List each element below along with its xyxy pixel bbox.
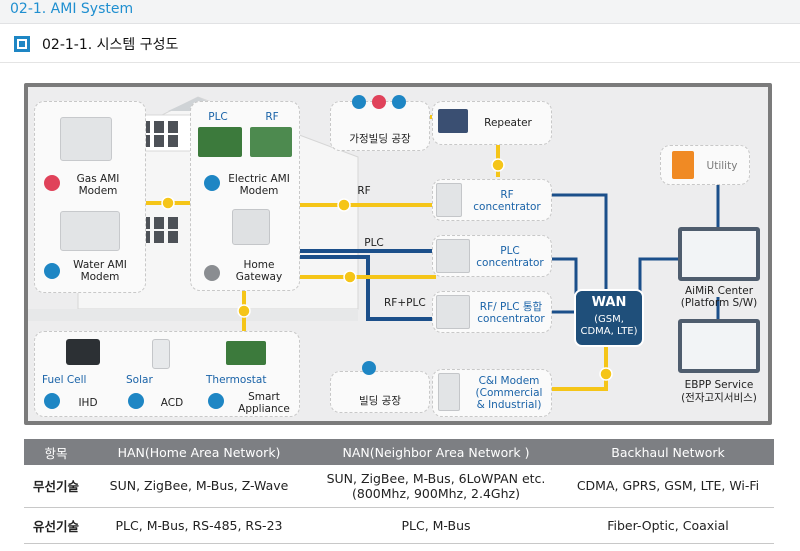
flame-icon: [44, 175, 60, 191]
smart-appliance-line1: Smart: [248, 391, 280, 403]
smart-appliance-icon: [208, 393, 224, 409]
smart-appliance-line2: Appliance: [238, 403, 290, 415]
table-row: 유선기술 PLC, M-Bus, RS-485, RS-23 PLC, M-Bu…: [24, 507, 774, 544]
plc-tag: PLC: [208, 111, 228, 123]
flame-small-icon: [372, 95, 386, 109]
aimir-line1: AiMiR Center: [684, 285, 754, 297]
divider: [0, 62, 800, 63]
page-title: 02-1. AMI System: [10, 1, 134, 17]
wan-box: [574, 289, 644, 347]
water-modem-line2: Modem: [80, 271, 120, 283]
cell-backhaul: Fiber-Optic, Coaxial: [562, 507, 774, 544]
home-gateway-line2: Gateway: [235, 271, 283, 283]
water-modem-device-icon: [60, 211, 120, 251]
wan-title: WAN: [591, 295, 627, 310]
plc-line-label: PLC: [364, 237, 384, 249]
ci-modem-device-icon: [438, 373, 460, 411]
ci-modem-line2: (Commercial: [475, 387, 543, 399]
gas-modem-line1: Gas AMI: [76, 173, 120, 185]
rf-tag: RF: [265, 111, 279, 123]
cell-nan-line2: (800Mhz, 900Mhz, 2.4Ghz): [352, 485, 520, 501]
plc-concentrator-device-icon: [436, 239, 470, 273]
thermostat-label: Thermostat: [206, 374, 267, 386]
section-heading: 02-1-1. 시스템 구성도: [14, 34, 178, 54]
utility-label: Utility: [706, 160, 738, 172]
thermostat-board-icon: [226, 341, 266, 365]
rf-concentrator-line2: concentrator: [473, 201, 541, 213]
header-nan: NAN(Neighbor Area Network ): [310, 439, 562, 465]
repeater-solar-panel-icon: [438, 109, 468, 133]
home-gateway-line1: Home: [243, 259, 275, 271]
electric-small-icon: [362, 361, 376, 375]
rfplc-concentrator-line1: RF/ PLC 통합: [479, 301, 543, 313]
solar-device-icon: [152, 339, 170, 369]
water-small-icon: [392, 95, 406, 109]
aimir-line2: (Platform S/W): [680, 297, 758, 309]
rf-concentrator-device-icon: [436, 183, 462, 217]
rf-board-icon: [250, 127, 292, 157]
solar-label: Solar: [126, 374, 153, 386]
header-backhaul: Backhaul Network: [562, 439, 774, 465]
section-title: 02-1-1. 시스템 구성도: [42, 37, 179, 53]
plc-concentrator-line1: PLC: [500, 245, 520, 257]
gas-modem-line2: Modem: [78, 185, 118, 197]
cell-nan: SUN, ZigBee, M-Bus, 6LoWPAN etc. (800Mhz…: [310, 465, 562, 508]
plc-concentrator-line2: concentrator: [476, 257, 544, 269]
electric-bulb-icon: [204, 175, 220, 191]
building-bottom-label: 빌딩 공장: [359, 395, 401, 407]
cell-backhaul: CDMA, GPRS, GSM, LTE, Wi-Fi: [562, 465, 774, 508]
building-bottom-card: [330, 371, 430, 413]
electric-modem-line1: Electric AMI: [228, 173, 290, 185]
ihd-icon: [44, 393, 60, 409]
ci-modem-line1: C&I Modem: [478, 375, 540, 387]
water-drop-icon: [44, 263, 60, 279]
ci-modem-line3: & Industrial): [476, 399, 542, 411]
row-label: 무선기술: [24, 465, 88, 508]
water-modem-line1: Water AMI: [73, 259, 127, 271]
section-marker-icon: [14, 36, 30, 52]
header-item: 항목: [24, 439, 88, 465]
acd-label: ACD: [160, 397, 184, 409]
network-comparison-table: 항목 HAN(Home Area Network) NAN(Neighbor A…: [24, 439, 774, 544]
ebpp-screen: [678, 319, 760, 373]
home-gateway-device-icon: [232, 209, 270, 245]
utility-building-icon: [672, 151, 694, 179]
cell-han: PLC, M-Bus, RS-485, RS-23: [88, 507, 310, 544]
repeater-label: Repeater: [484, 117, 532, 129]
building-top-label: 가정빌딩 공장: [349, 133, 411, 145]
top-bar: 02-1. AMI System: [0, 0, 800, 24]
row-label: 유선기술: [24, 507, 88, 544]
ebpp-line1: EBPP Service: [684, 379, 754, 391]
plc-board-icon: [198, 127, 242, 157]
wan-sub-line1: (GSM,: [594, 314, 624, 325]
header-han: HAN(Home Area Network): [88, 439, 310, 465]
fuel-cell-label: Fuel Cell: [42, 374, 87, 386]
table-header-row: 항목 HAN(Home Area Network) NAN(Neighbor A…: [24, 439, 774, 465]
aimir-screen: [678, 227, 760, 281]
ebpp-line2: (전자고지서비스): [681, 392, 757, 404]
fuel-cell-device-icon: [66, 339, 100, 365]
rfplc-concentrator-device-icon: [436, 295, 470, 329]
wan-sub-line2: CDMA, LTE): [580, 326, 638, 337]
cell-han: SUN, ZigBee, M-Bus, Z-Wave: [88, 465, 310, 508]
rf-line-label: RF: [357, 185, 371, 197]
gateway-icon: [204, 265, 220, 281]
acd-icon: [128, 393, 144, 409]
rfplc-concentrator-line2: concentrator: [477, 313, 545, 325]
system-diagram: Gas AMI Modem Water AMI Modem PLC RF Ele…: [24, 83, 772, 425]
cell-nan: PLC, M-Bus: [310, 507, 562, 544]
rf-concentrator-line1: RF: [500, 189, 514, 201]
table-row: 무선기술 SUN, ZigBee, M-Bus, Z-Wave SUN, Zig…: [24, 465, 774, 508]
rfplc-line-label: RF+PLC: [384, 297, 426, 309]
electric-modem-line2: Modem: [239, 185, 279, 197]
cell-nan-line1: PLC, M-Bus: [401, 517, 471, 533]
ihd-label: IHD: [78, 397, 98, 409]
gas-meter-icon: [352, 95, 366, 109]
gas-modem-device-icon: [60, 117, 112, 161]
cell-nan-line1: SUN, ZigBee, M-Bus, 6LoWPAN etc.: [326, 470, 546, 486]
